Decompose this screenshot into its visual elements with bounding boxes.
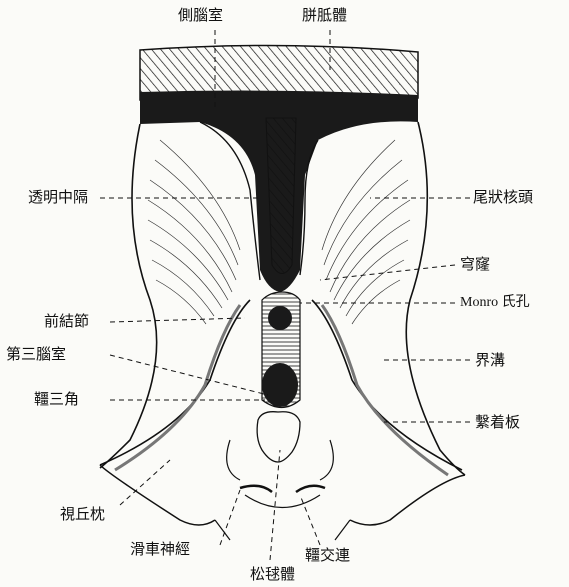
label-septum-pellucidum: 透明中隔 xyxy=(28,188,88,206)
tectum-arc xyxy=(245,495,320,508)
third-ventricle-dark xyxy=(262,363,298,407)
label-caudate-head: 尾狀核頭 xyxy=(473,188,533,206)
right-pulvinar-base xyxy=(350,475,465,525)
label-anterior-tubercle: 前結節 xyxy=(44,312,89,330)
right-habenula xyxy=(320,440,333,480)
trochlear-nerve-lines xyxy=(240,486,325,492)
label-pineal-body: 松毬體 xyxy=(250,565,295,583)
label-third-ventricle: 第三腦室 xyxy=(6,345,66,363)
left-stria xyxy=(115,305,240,470)
label-lamina-affixa: 繫着板 xyxy=(475,413,520,431)
label-corpus-callosum: 胼胝體 xyxy=(302,6,347,24)
colliculi-edges xyxy=(215,520,350,540)
left-shading xyxy=(148,140,240,324)
right-stria xyxy=(322,305,448,475)
label-thalamus-pulvinar: 視丘枕 xyxy=(60,505,105,523)
label-habenular-trigone: 韁三角 xyxy=(34,390,79,408)
label-fornix: 穹窿 xyxy=(460,255,490,273)
label-monro-foramen: Monro 氏孔 xyxy=(460,294,530,312)
pineal-body-shape xyxy=(257,412,300,462)
left-pulvinar-base xyxy=(100,465,215,525)
label-sulcus-terminalis: 界溝 xyxy=(475,351,505,369)
left-caudate-outline xyxy=(100,124,157,468)
right-shading xyxy=(322,140,410,324)
left-habenula xyxy=(227,440,240,480)
label-habenular-commissure: 韁交連 xyxy=(305,546,350,564)
label-lateral-ventricle: 側腦室 xyxy=(178,6,223,24)
label-trochlear-nerve: 滑車神經 xyxy=(130,540,190,558)
monro-foramen-dot xyxy=(268,306,292,330)
